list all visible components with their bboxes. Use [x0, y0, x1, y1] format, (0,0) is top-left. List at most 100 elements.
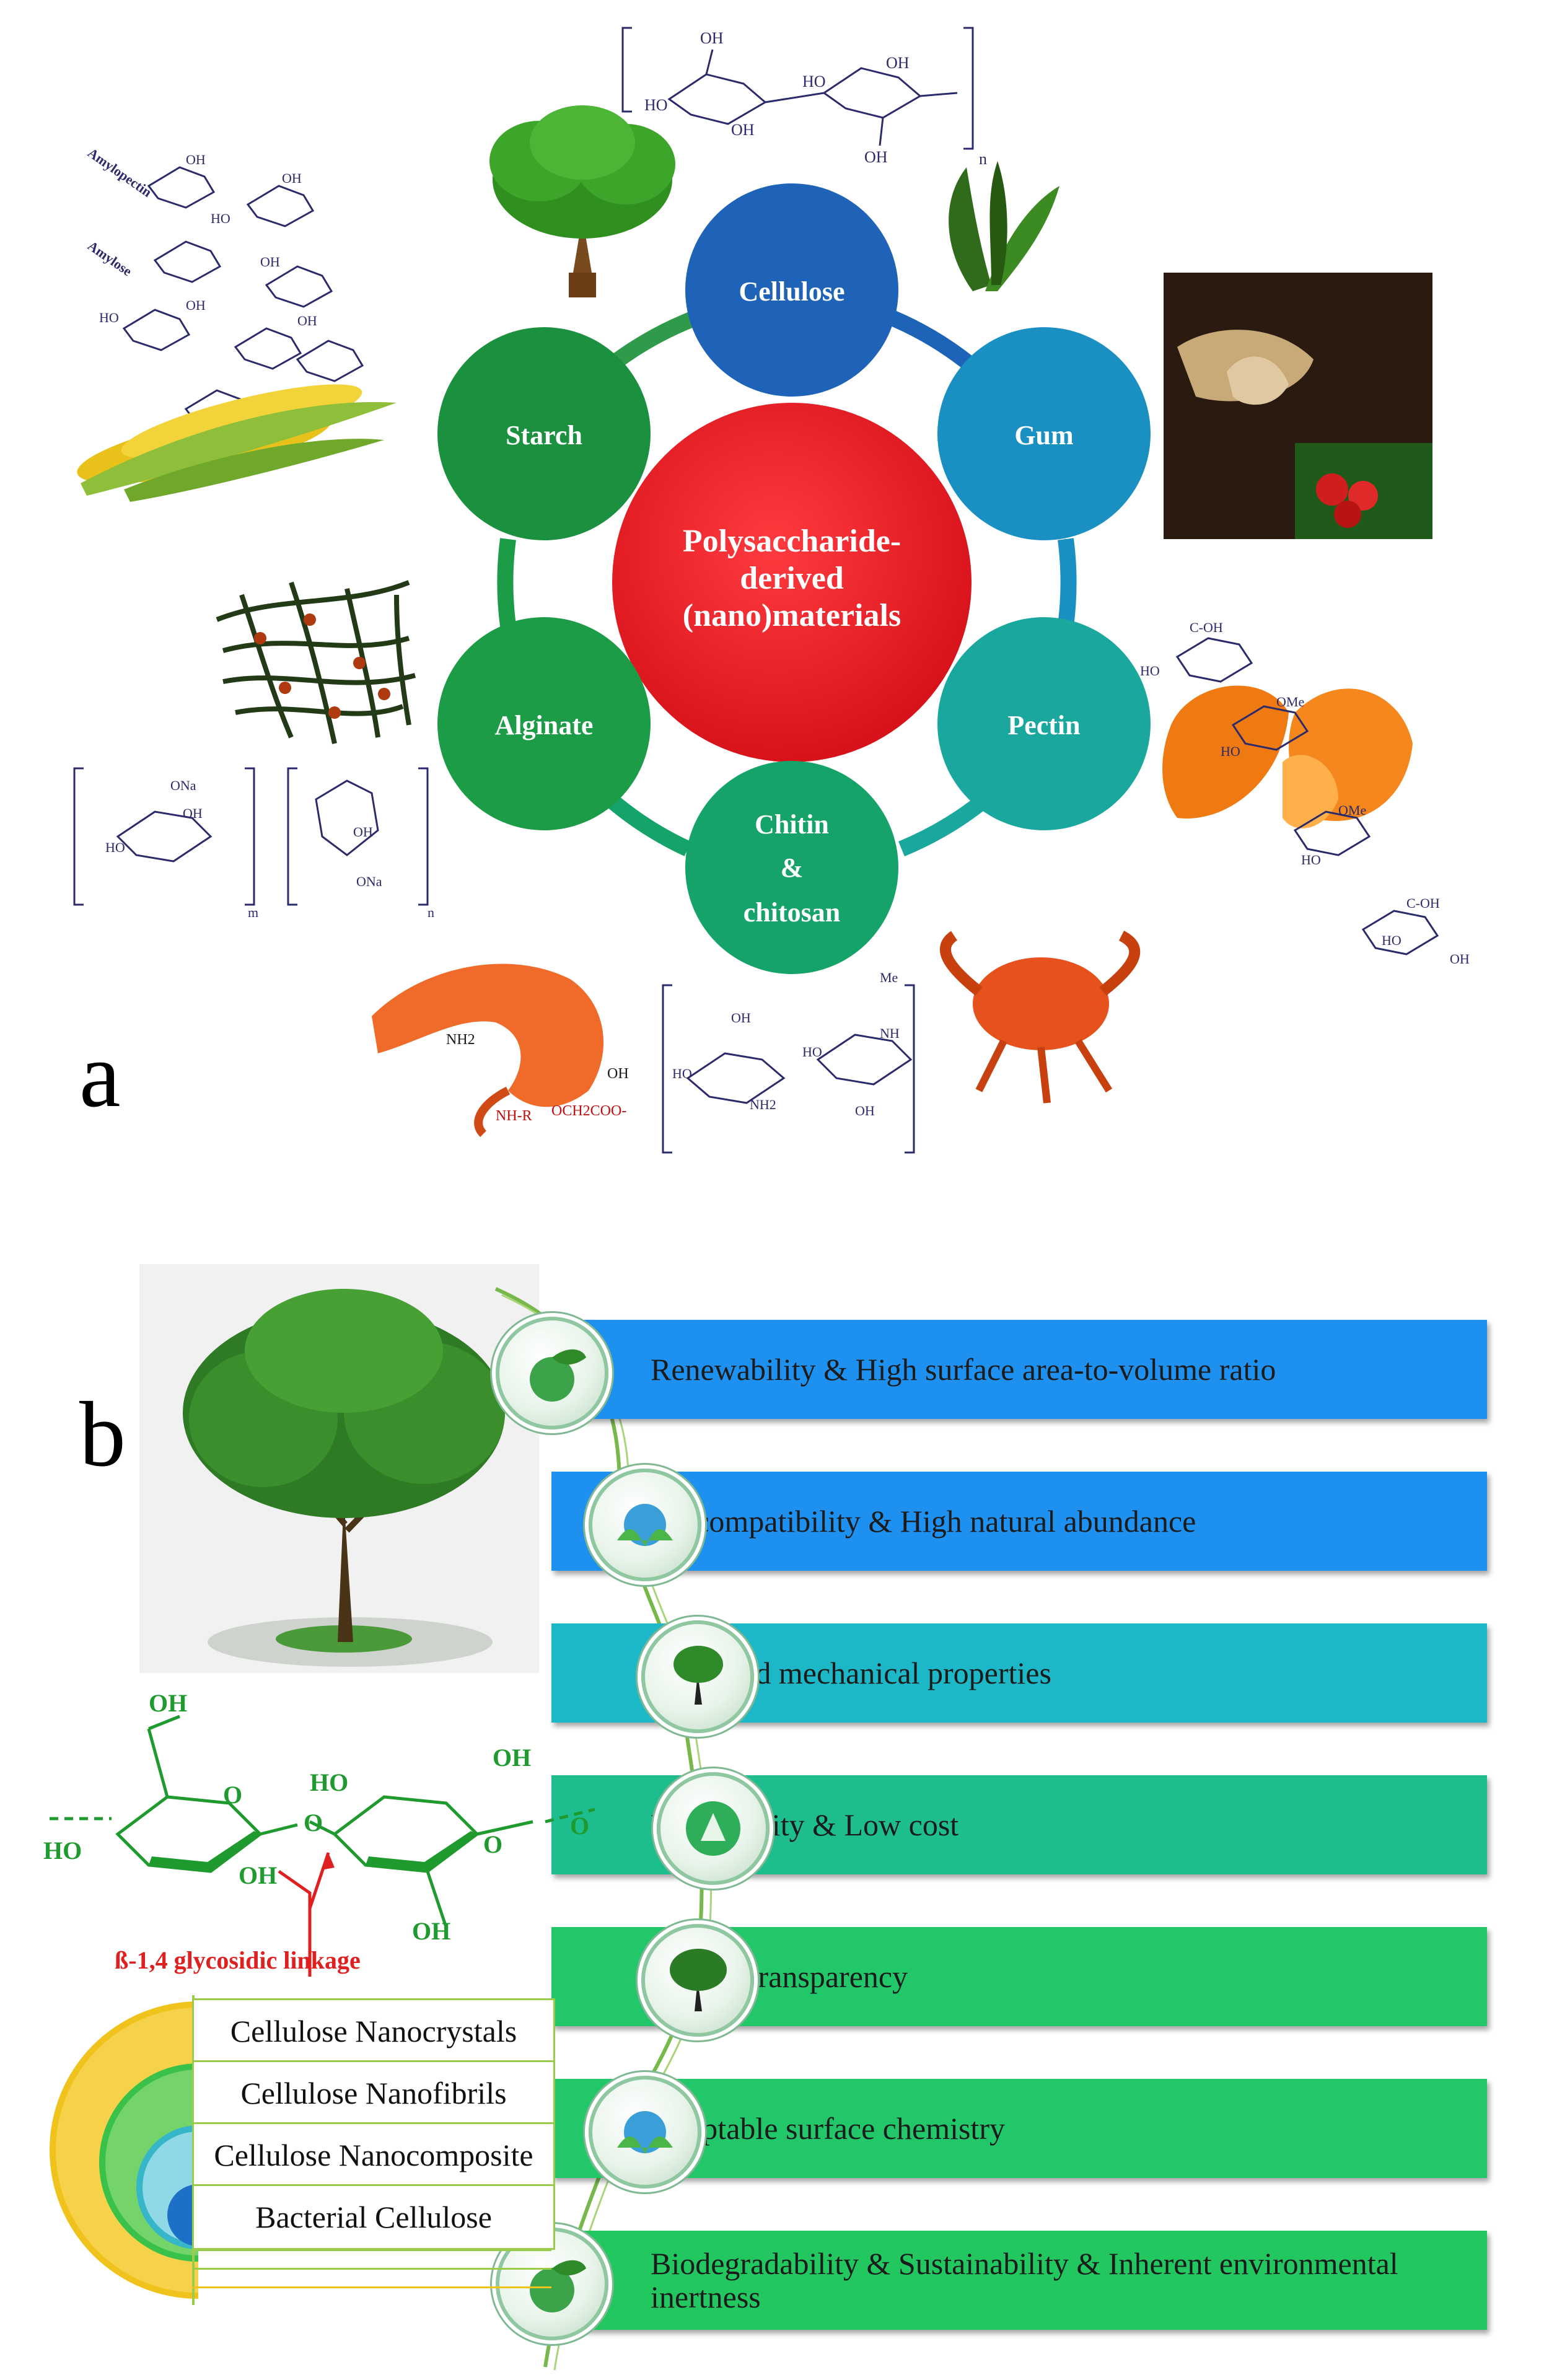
- orange-illustration: [1162, 685, 1413, 828]
- label-amylopectin: Amylopectin: [85, 145, 154, 200]
- seaweed-illustration: [949, 161, 1059, 291]
- node-pectin: [937, 617, 1151, 830]
- center-line3: (nano)materials: [683, 598, 901, 633]
- label-me: Me: [880, 970, 898, 985]
- label-n: n: [428, 905, 434, 920]
- cellulose-structure-labels: OH HO OH HO OH OH n: [644, 29, 987, 168]
- label-oh: OH: [282, 170, 302, 186]
- node-cellulose: [685, 183, 898, 397]
- node-gum: [937, 327, 1151, 540]
- node-alginate: [437, 617, 651, 830]
- label-ho: HO: [99, 310, 119, 325]
- cellulose-structure: [621, 27, 974, 150]
- label-oh: OH: [260, 254, 280, 270]
- node-chitin-label-2: chitosan: [743, 897, 840, 928]
- label-nh2: NH2: [750, 1097, 776, 1112]
- label-ho: HO: [105, 840, 125, 855]
- label-c-oh: C-OH: [1406, 895, 1440, 911]
- node-chitin-amp: &: [781, 853, 804, 883]
- nested-arcs: [50, 2001, 198, 2299]
- label-oh: OH: [186, 152, 206, 167]
- label-ho: HO: [211, 211, 230, 226]
- cellulose-repeat-structure: OH HO O OH O HO OH O OH O: [43, 1689, 595, 1977]
- panel-a-diagram: Polysaccharide- derived (nano)materials …: [73, 27, 1470, 1154]
- label-ho: HO: [644, 96, 668, 114]
- property-text-2: Biocompatibility & High natural abundanc…: [651, 1504, 1196, 1539]
- panel-b-letter: b: [79, 1383, 126, 1486]
- linkage-label: ß-1,4 glycosidic linkage: [115, 1946, 361, 1974]
- label-oh: OH: [186, 297, 206, 313]
- label-oh: OH: [183, 806, 203, 821]
- center-line1: Polysaccharide-: [683, 524, 901, 559]
- property-text-1: Renewability & High surface area-to-volu…: [651, 1352, 1276, 1387]
- pectin-structure-labels: C-OH HO OMe HO OMe HO C-OH HO OH: [1140, 620, 1470, 967]
- cellulose-type-1: Cellulose Nanocrystals: [192, 1998, 555, 2064]
- cellulose-type-4: Bacterial Cellulose: [192, 2184, 555, 2250]
- label-nh2: NH2: [446, 1032, 475, 1048]
- label-oh: OH: [855, 1103, 875, 1118]
- property-bar-1: Renewability & High surface area-to-volu…: [551, 1320, 1487, 1419]
- label-c-oh: C-OH: [1190, 620, 1223, 635]
- label-nh-r: NH-R: [496, 1108, 532, 1124]
- label-oh: OH: [493, 1744, 531, 1772]
- starch-structure-labels: Amylopectin Amylose OH OH HO OH HO OH OH: [85, 145, 317, 328]
- label-o: O: [304, 1809, 323, 1837]
- node-cellulose-label: Cellulose: [739, 276, 844, 307]
- connector-alginate-starch: [497, 538, 516, 627]
- alginate-beads: [254, 613, 390, 719]
- node-pectin-label: Pectin: [1007, 710, 1080, 740]
- label-oh: OH: [412, 1917, 450, 1945]
- alginate-network-illustration: [216, 580, 416, 744]
- label-oh: OH: [864, 148, 888, 166]
- connector-cellulose-gum: [877, 305, 985, 378]
- label-ho: HO: [802, 72, 826, 90]
- label-oh: OH: [886, 54, 910, 72]
- label-ho: HO: [43, 1837, 82, 1864]
- label-ho: HO: [802, 1044, 822, 1060]
- label-nh: NH: [880, 1025, 900, 1041]
- property-text-6: Adaptable surface chemistry: [651, 2111, 1005, 2146]
- nested-line-1: [192, 2249, 551, 2251]
- shrimp-structure-labels: NH2 NH-R OCH2COO- OH: [446, 1032, 629, 1124]
- label-ho: HO: [1382, 933, 1401, 948]
- node-starch-label: Starch: [506, 420, 582, 450]
- label-o: O: [570, 1812, 589, 1840]
- label-oh: OH: [149, 1689, 187, 1717]
- cellulose-type-2: Cellulose Nanofibrils: [192, 2060, 555, 2126]
- chitosan-structure-labels: OH HO NH2 HO Me NH OH: [672, 970, 900, 1118]
- property-text-7: Biodegradability & Sustainability & Inhe…: [651, 2246, 1398, 2314]
- center-node: [612, 403, 972, 762]
- property-bar-7: Biodegradability & Sustainability & Inhe…: [551, 2231, 1487, 2330]
- tree-photo: [139, 1264, 539, 1673]
- label-ona: ONa: [170, 778, 196, 793]
- center-line2: derived: [740, 561, 844, 596]
- shrimp-illustration: [372, 964, 603, 1137]
- node-alginate-label: Alginate: [495, 710, 594, 740]
- label-oh: OH: [731, 121, 755, 139]
- corn-illustration: [77, 384, 397, 502]
- node-gum-label: Gum: [1014, 420, 1073, 450]
- node-starch: [437, 327, 651, 540]
- label-och2coo: OCH2COO-: [551, 1103, 626, 1119]
- property-bar-2: Biocompatibility & High natural abundanc…: [551, 1472, 1487, 1571]
- renewability-icon: [496, 1317, 608, 1429]
- label-oh: OH: [239, 1861, 277, 1889]
- nested-line-3: [192, 2286, 551, 2288]
- label-oh: OH: [607, 1066, 629, 1082]
- surface-chemistry-icon: [589, 2076, 701, 2189]
- label-oh: OH: [700, 29, 724, 47]
- nested-line-2: [192, 2268, 551, 2270]
- property-bar-6: Adaptable surface chemistry: [551, 2079, 1487, 2178]
- label-ho: HO: [1221, 744, 1240, 759]
- label-n: n: [979, 150, 987, 168]
- chitosan-structure: [662, 984, 915, 1154]
- label-oh: OH: [297, 313, 317, 328]
- label-amylose: Amylose: [85, 238, 135, 279]
- panel-a-letter: a: [79, 1024, 121, 1126]
- label-ona: ONa: [356, 874, 382, 889]
- label-ho: HO: [310, 1768, 348, 1796]
- label-ome: OMe: [1276, 694, 1304, 709]
- label-ho: HO: [672, 1066, 692, 1081]
- label-oh: OH: [353, 824, 373, 840]
- crab-illustration: [939, 930, 1141, 1104]
